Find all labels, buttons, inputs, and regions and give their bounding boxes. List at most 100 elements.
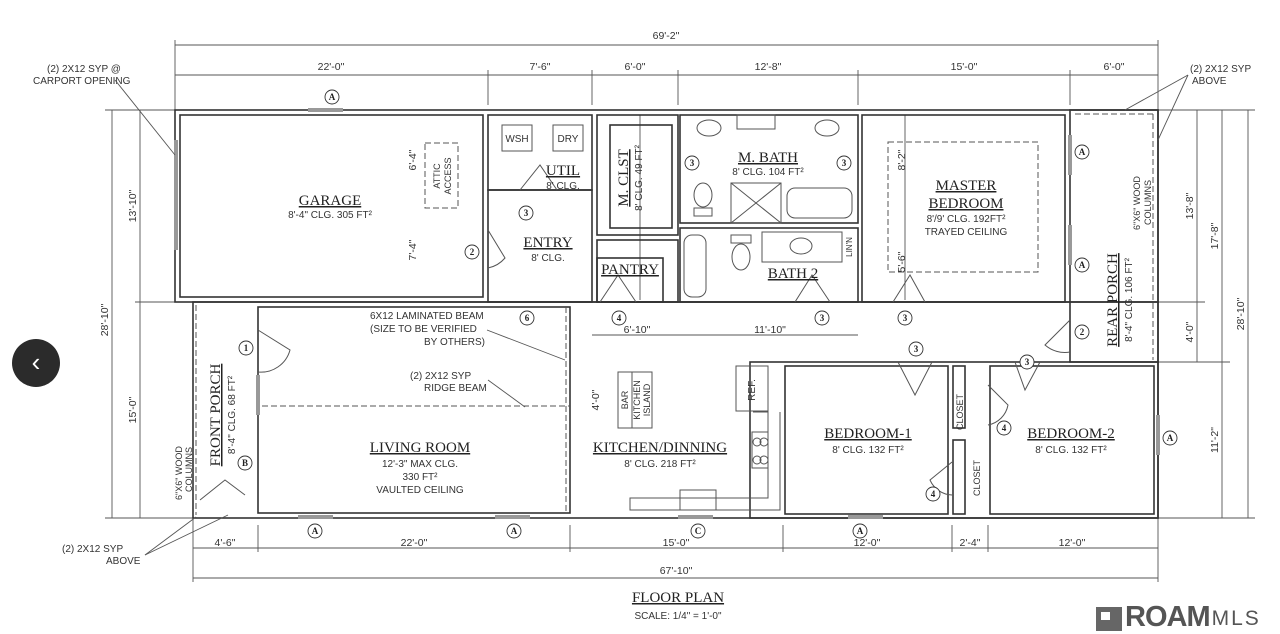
master-info: 8'/9' CLG. 192FT² — [927, 214, 1007, 225]
dim-left: 15'-0" — [127, 396, 139, 423]
window-marker: A — [1074, 257, 1090, 273]
svg-text:1: 1 — [244, 343, 249, 353]
room-front-porch: FRONT PORCH — [208, 363, 224, 466]
room-bath-2: BATH 2 — [768, 266, 818, 282]
room-kitchen: KITCHEN/DINNING — [593, 440, 727, 456]
island-label-2: ISLAND — [642, 383, 652, 416]
dim-top: 6'-0" — [625, 61, 646, 73]
dim-left: 28'-10" — [99, 303, 111, 336]
dim-bottom: 12'-0" — [1059, 537, 1086, 549]
svg-text:3: 3 — [820, 313, 825, 323]
note-cols-front-1: 6"X6" WOOD — [174, 446, 184, 500]
dim-interior: 4'-0" — [590, 389, 602, 410]
island-label-1: KITCHEN — [632, 380, 642, 420]
door-marker: 3 — [814, 310, 830, 326]
dim-right: 13'-8" — [1184, 192, 1196, 219]
dim-bottom: 22'-0" — [401, 537, 428, 549]
svg-text:A: A — [1079, 147, 1086, 157]
bedroom-1-info: 8' CLG. 132 FT² — [832, 445, 904, 456]
dim-interior: 6'-4" — [407, 149, 419, 170]
bar-label: BAR — [620, 390, 630, 409]
attic-label-1: ATTIC — [432, 163, 442, 189]
rear-porch-info: 8'-4" CLG. 106 FT² — [1124, 257, 1135, 341]
svg-text:2: 2 — [470, 247, 475, 257]
window-marker: A — [1074, 144, 1090, 160]
room-labels: GARAGE 8'-4" CLG. 305 FT² UTIL 8' CLG. E… — [208, 144, 1135, 496]
dryer-label: DRY — [558, 134, 579, 145]
logo-text-bold: ROAM — [1125, 601, 1211, 633]
dim-top: 22'-0" — [318, 61, 345, 73]
dim-top: 6'-0" — [1104, 61, 1125, 73]
room-master-bedroom-line2: BEDROOM — [928, 196, 1003, 212]
living-note: VAULTED CEILING — [376, 485, 464, 496]
dim-bottom: 4'-6" — [215, 537, 236, 549]
plan-title: FLOOR PLAN — [632, 590, 724, 606]
front-porch-info: 8'-4" CLG. 68 FT² — [227, 375, 238, 454]
dim-interior: 11'-10" — [754, 324, 786, 336]
door-marker: 3 — [1019, 354, 1035, 370]
door-marker: 2 — [1074, 324, 1090, 340]
note-syp-right-1: (2) 2X12 SYP — [1190, 64, 1251, 75]
room-m-bath: M. BATH — [738, 150, 798, 166]
dim-top: 7'-6" — [530, 61, 551, 73]
roam-mls-logo: ROAM MLS — [1096, 601, 1261, 633]
room-living: LIVING ROOM — [370, 440, 470, 456]
note-ridge-2: RIDGE BEAM — [424, 383, 487, 394]
dim-left: 13'-10" — [127, 189, 139, 222]
svg-text:3: 3 — [1025, 357, 1030, 367]
markers: A A A A A A A A B C 1 2 2 3 3 3 3 3 3 3 … — [237, 89, 1178, 539]
door-marker: 6 — [519, 310, 535, 326]
note-beam-2: (SIZE TO BE VERIFIED — [370, 324, 477, 335]
note-syp-bottom-1: (2) 2X12 SYP — [62, 544, 123, 555]
dim-interior: 8'-2" — [896, 149, 908, 170]
living-area: 330 FT² — [402, 472, 438, 483]
logo-text-light: MLS — [1211, 607, 1261, 630]
dim-right: 17'-8" — [1209, 222, 1221, 249]
plan-scale: SCALE: 1/4" = 1'-0" — [634, 611, 722, 622]
note-beam-3: BY OTHERS) — [424, 337, 485, 348]
door-marker: 2 — [464, 244, 480, 260]
bedroom-2-info: 8' CLG. 132 FT² — [1035, 445, 1107, 456]
svg-text:A: A — [329, 92, 336, 102]
dim-right: 4'-0" — [1184, 321, 1196, 342]
svg-text:A: A — [312, 526, 319, 536]
door-marker: 3 — [897, 310, 913, 326]
svg-text:3: 3 — [690, 158, 695, 168]
dimension-lines — [105, 40, 1255, 582]
note-syp-bottom-2: ABOVE — [106, 556, 141, 567]
logo-icon — [1096, 607, 1122, 631]
window-marker: A — [324, 89, 340, 105]
dim-top: 15'-0" — [951, 61, 978, 73]
room-master-bedroom-line1: MASTER — [936, 178, 997, 194]
note-ridge-1: (2) 2X12 SYP — [410, 371, 471, 382]
dim-interior: 5'-6" — [896, 251, 908, 272]
back-button[interactable]: ‹ — [12, 339, 60, 387]
ref-label: REF. — [747, 379, 758, 401]
svg-text:B: B — [242, 458, 248, 468]
dim-interior: 6'-10" — [624, 324, 651, 336]
room-bedroom-1: BEDROOM-1 — [824, 426, 912, 442]
room-garage: GARAGE — [299, 193, 362, 209]
window-marker: A — [307, 523, 323, 539]
room-util: UTIL — [546, 163, 580, 179]
window-marker: C — [690, 523, 706, 539]
room-rear-porch: REAR PORCH — [1105, 253, 1121, 347]
fixture-labels: WSH DRY ATTIC ACCESS REF. BAR KITCHEN IS… — [432, 134, 854, 420]
dim-bottom-overall: 67'-10" — [660, 565, 693, 577]
note-cols-right-2: COLUMNS — [1143, 180, 1153, 225]
window-marker: A — [1162, 430, 1178, 446]
garage-info: 8'-4" CLG. 305 FT² — [288, 210, 372, 221]
dim-right: 28'-10" — [1235, 297, 1247, 330]
dim-bottom: 15'-0" — [663, 537, 690, 549]
entry-info: 8' CLG. — [531, 253, 565, 264]
window-marker: B — [237, 455, 253, 471]
door-marker: 1 — [238, 340, 254, 356]
svg-text:C: C — [695, 526, 702, 536]
m-clst-info: 8' CLG. 49 FT² — [634, 144, 645, 210]
door-marker: 4 — [996, 420, 1012, 436]
master-note: TRAYED CEILING — [925, 227, 1008, 238]
svg-text:2: 2 — [1080, 327, 1085, 337]
dimension-labels: 69'-2" 22'-0" 7'-6" 6'-0" 12'-8" 15'-0" … — [99, 30, 1247, 577]
svg-text:6: 6 — [525, 313, 530, 323]
note-syp-right-2: ABOVE — [1192, 76, 1227, 87]
